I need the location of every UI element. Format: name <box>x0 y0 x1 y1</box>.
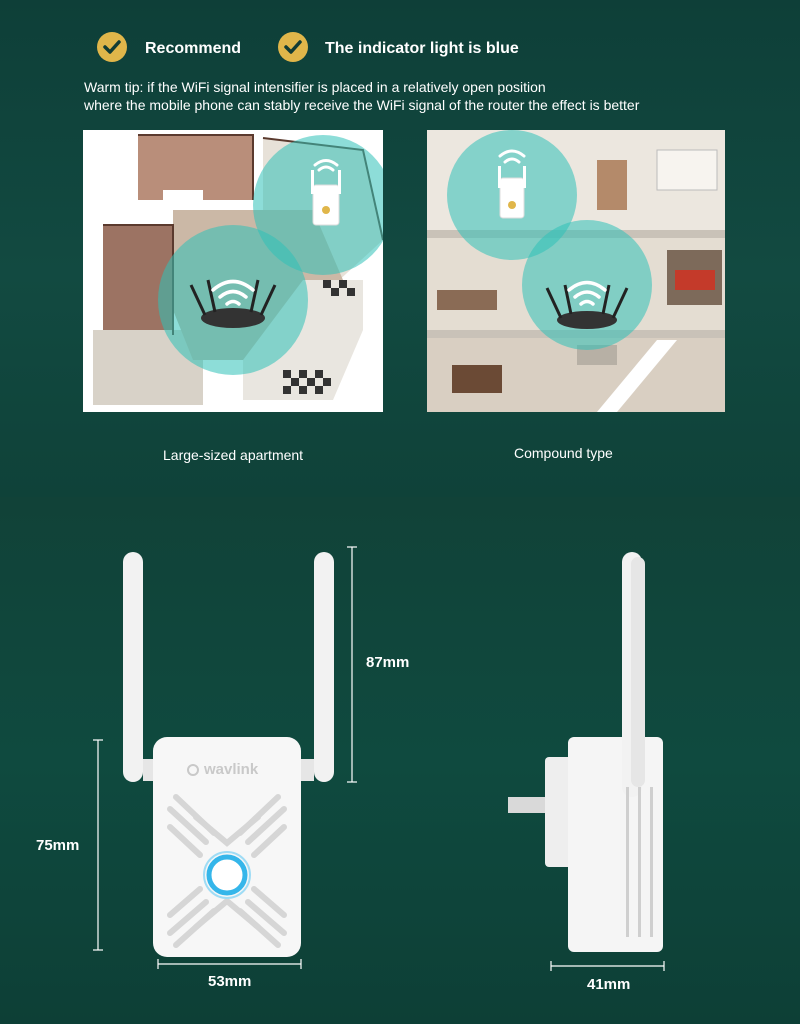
warm-tip-line-1: Warm tip: if the WiFi signal intensifier… <box>84 79 546 95</box>
dimensions-section: wavlink 87mm 75mm 53mm 41mm <box>0 497 800 1024</box>
indicator-heading: The indicator light is blue <box>325 40 519 57</box>
recommend-heading: Recommend <box>145 40 242 57</box>
apartment-floorplan-image <box>83 130 383 412</box>
check-icon <box>278 32 308 62</box>
brand-logo: wavlink <box>204 761 259 778</box>
placement-section: Recommend The indicator light is blue Wa… <box>0 0 800 497</box>
body-height-label: 75mm <box>36 837 80 854</box>
compound-house-image <box>427 130 725 412</box>
extender-icon <box>311 170 341 226</box>
wifi-icon <box>211 279 255 306</box>
antenna-height-label: 87mm <box>366 654 410 671</box>
extender-side-view <box>508 552 663 952</box>
wifi-icon <box>567 280 607 306</box>
warm-tip-line-2: where the mobile phone can stably receiv… <box>84 97 640 113</box>
apartment-caption: Large-sized apartment <box>163 447 304 463</box>
compound-caption: Compound type <box>514 445 613 461</box>
extender-icon <box>498 166 526 219</box>
router-icon <box>545 284 629 329</box>
depth-label: 41mm <box>587 976 631 993</box>
extender-front-view <box>123 552 334 957</box>
width-label: 53mm <box>208 973 252 990</box>
check-icon <box>97 32 127 62</box>
router-icon <box>189 279 277 328</box>
